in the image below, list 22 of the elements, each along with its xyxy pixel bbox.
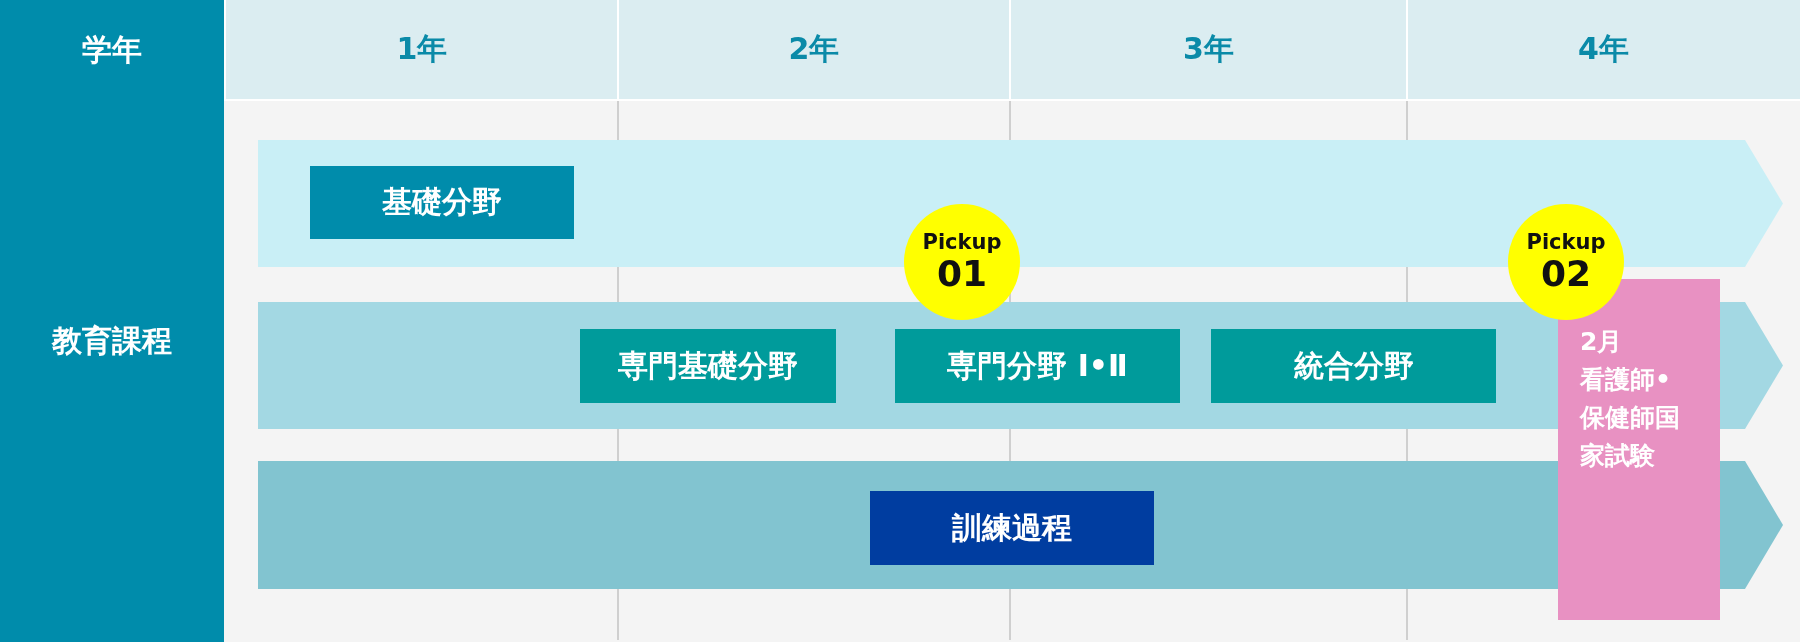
exam-text: 看護師•保健師国家試験: [1580, 364, 1681, 472]
header-label: 3年: [1183, 30, 1234, 68]
header-label: 学年: [82, 31, 142, 69]
header-label: 2年: [788, 30, 840, 68]
course-label: 専門分野 Ⅰ•Ⅱ: [947, 346, 1128, 385]
exam-text: 2月: [1580, 326, 1624, 358]
header-label: 1年: [396, 30, 448, 68]
course-label: 基礎分野: [382, 183, 502, 221]
course-label: 専門基礎分野: [618, 346, 798, 385]
course-label: 統合分野: [1293, 346, 1414, 385]
header-label: 4年: [1578, 30, 1629, 68]
course-label: 訓練過程: [952, 508, 1072, 547]
course-box: [580, 329, 836, 403]
course-box: [895, 329, 1180, 403]
course-box: [310, 166, 574, 239]
badge-number: 01: [936, 254, 988, 294]
course-box: [1211, 329, 1496, 403]
badge-caption: Pickup: [1526, 230, 1606, 254]
header-label: 教育課程: [52, 321, 172, 360]
badge-number: 02: [1540, 254, 1592, 294]
course-box: [870, 491, 1154, 565]
badge-caption: Pickup: [922, 230, 1002, 254]
